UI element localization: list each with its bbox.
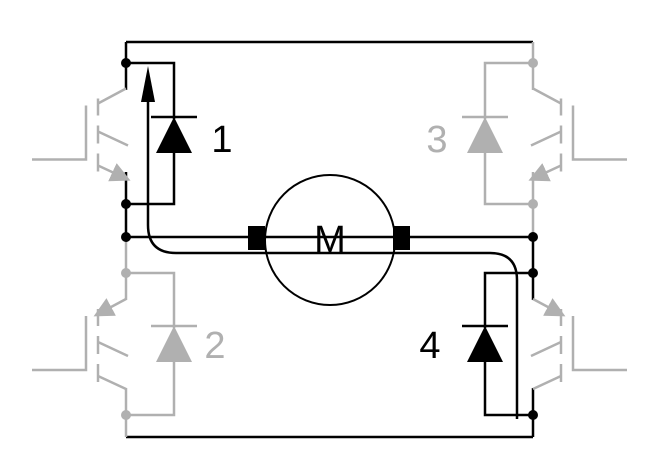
igbt-icon xyxy=(530,297,627,391)
diode-icon xyxy=(156,117,192,153)
nodes xyxy=(121,58,538,420)
motor-terminal-right xyxy=(393,226,410,250)
switch-label: 1 xyxy=(211,119,232,161)
switch-4: 4 xyxy=(419,271,627,417)
current-arrow-icon xyxy=(141,66,155,102)
diode-icon xyxy=(467,117,503,153)
switch-2: 2 xyxy=(32,271,226,417)
switch-label: 2 xyxy=(204,325,225,367)
motor-label: M xyxy=(314,219,346,261)
switch-1: 1 xyxy=(32,61,233,206)
igbt-icon xyxy=(32,297,129,391)
switch-label: 4 xyxy=(419,325,440,367)
igbt-icon xyxy=(32,87,131,182)
current-path xyxy=(146,75,519,419)
diode-icon xyxy=(156,326,192,362)
igbt-icon xyxy=(528,87,627,182)
motor-terminal-left xyxy=(248,226,265,250)
switch-3: 3 xyxy=(426,61,627,206)
diode-icon xyxy=(467,326,503,362)
switch-label: 3 xyxy=(426,119,447,161)
